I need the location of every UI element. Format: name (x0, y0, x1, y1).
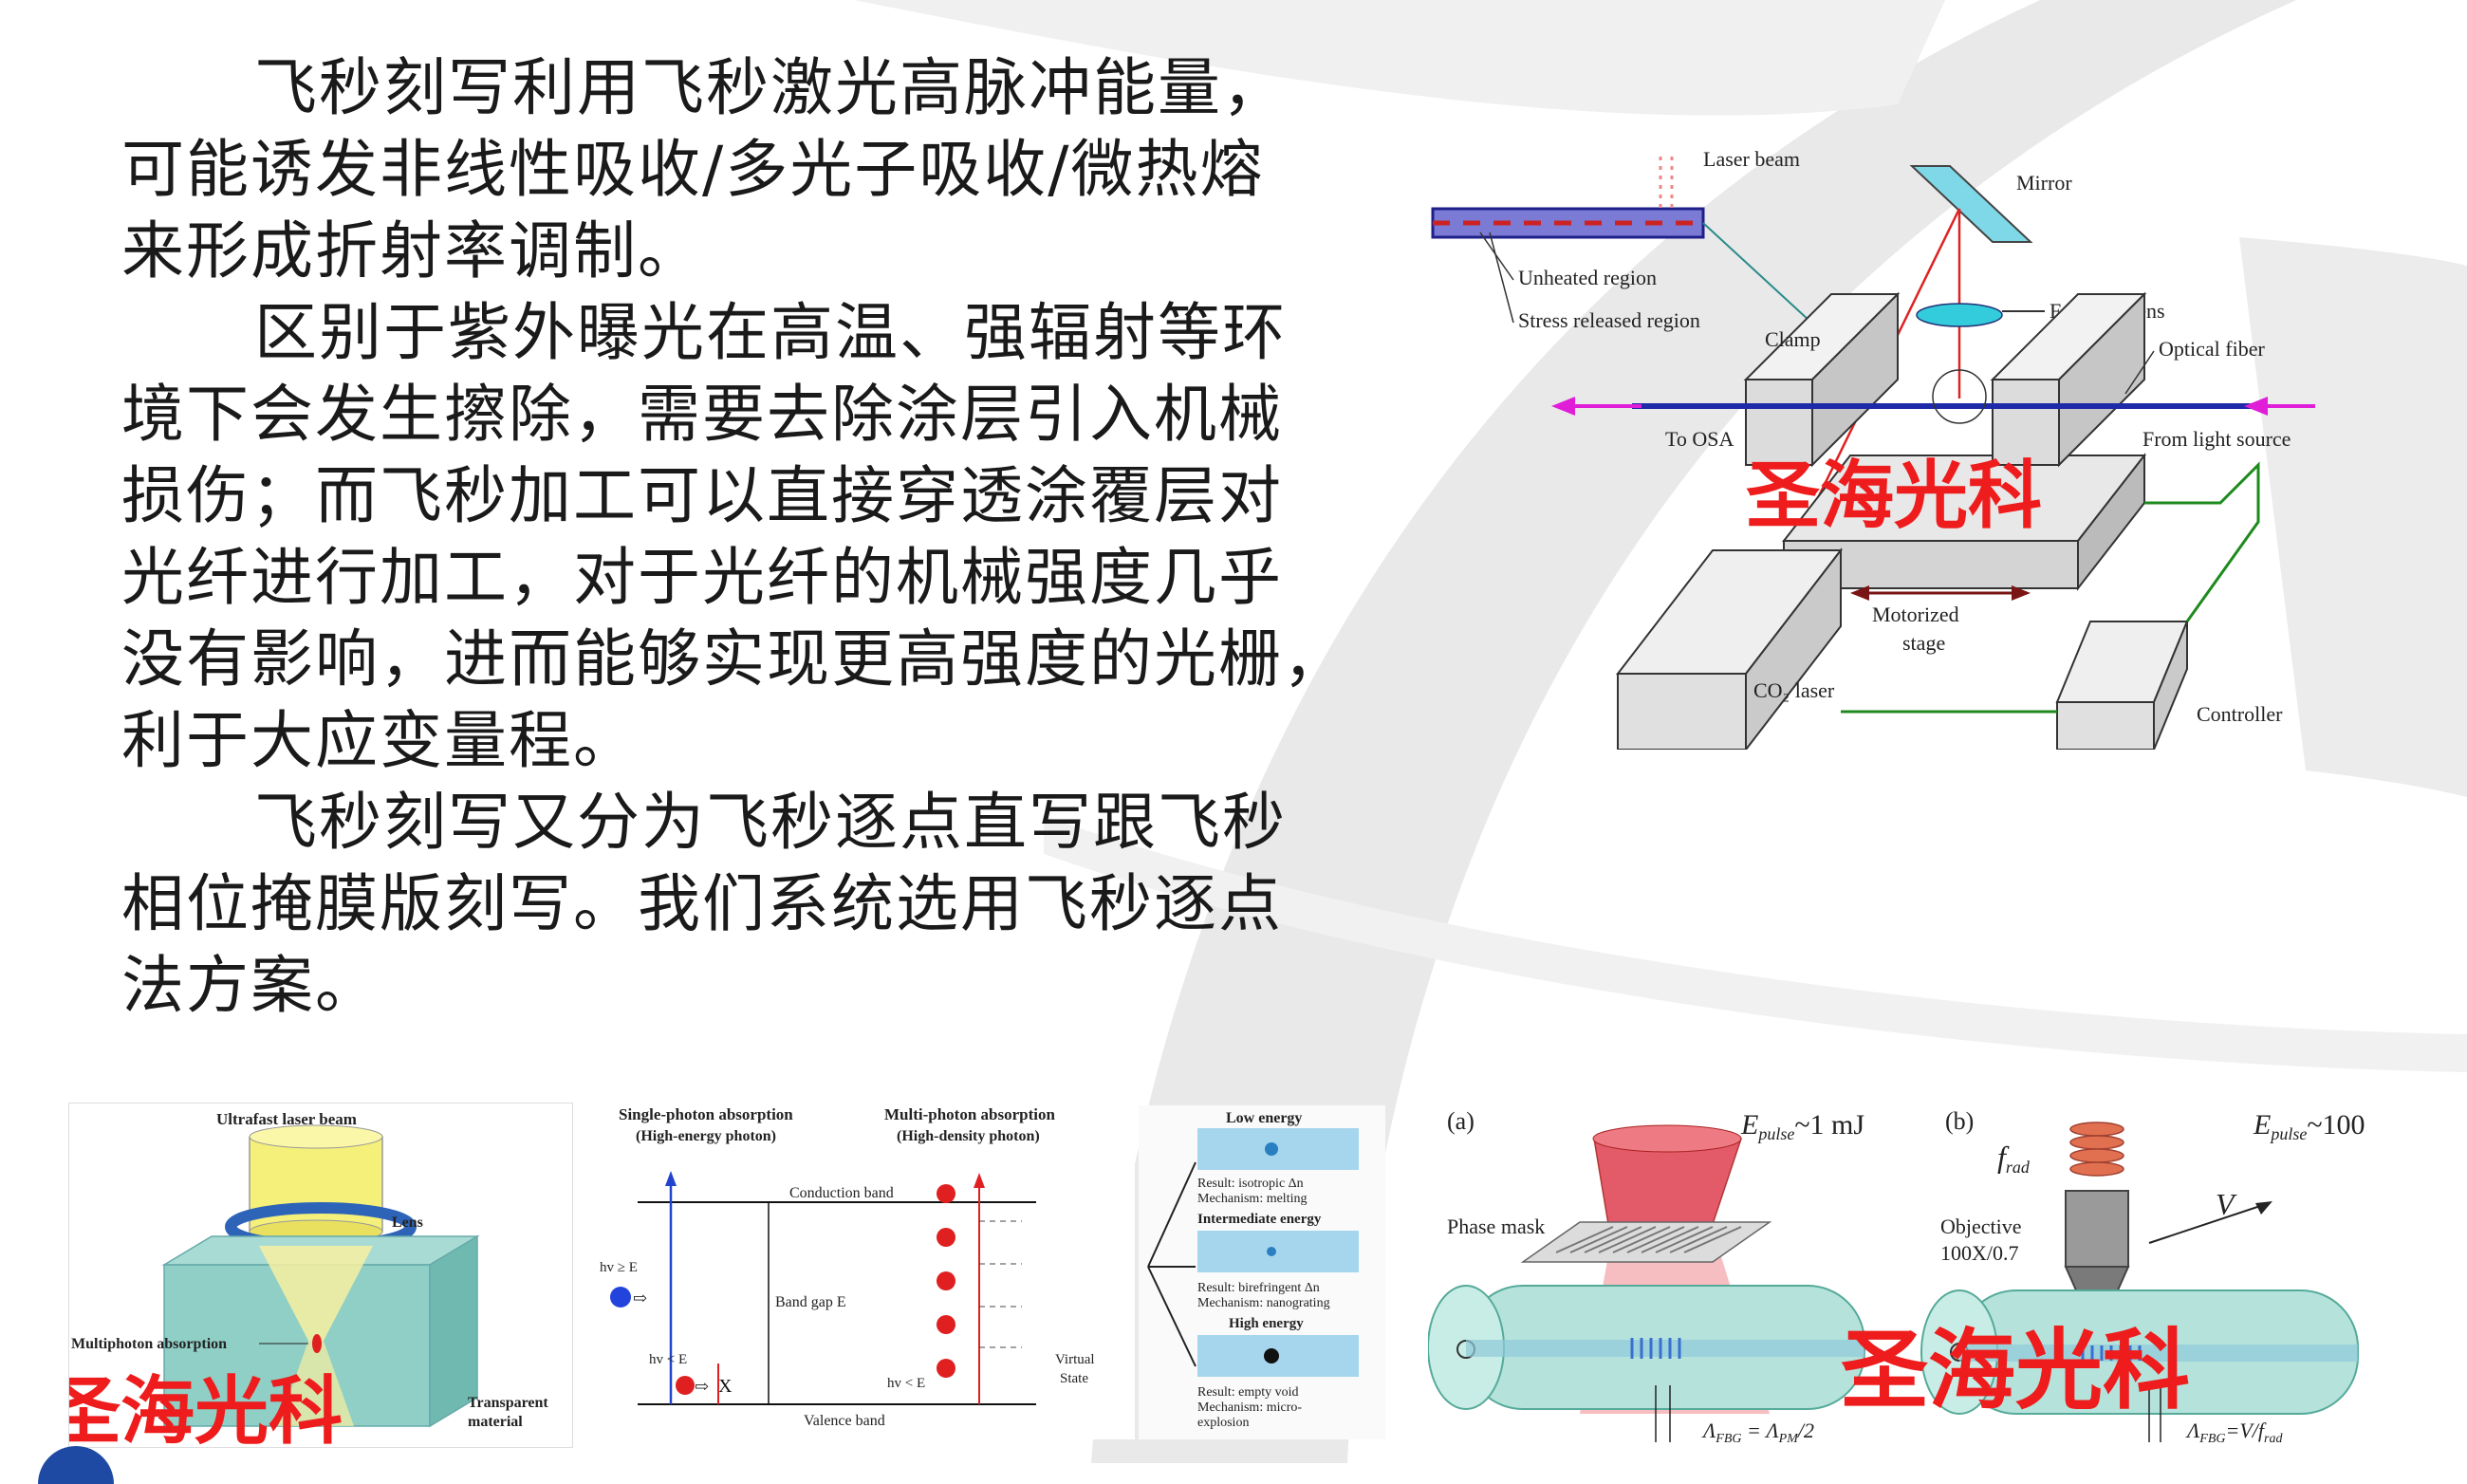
paragraph-3: 飞秒刻写又分为飞秒逐点直写跟飞秒 相位掩膜版刻写。我们系统选用飞秒逐点 法方案。 (121, 782, 1393, 1027)
text-line: 法方案。 (121, 949, 380, 1022)
label-phase-mask: Phase mask (1447, 1215, 1545, 1238)
label-laser-beam: Laser beam (1703, 147, 1800, 171)
label-optical-fiber: Optical fiber (2159, 337, 2265, 361)
text-line: 利于大应变量程。 (121, 704, 638, 777)
label-low-mechanism: Mechanism: melting (1197, 1192, 1307, 1206)
label-hv-ge: hv ≥ E (600, 1260, 638, 1275)
label-ultrafast-laser: Ultrafast laser beam (216, 1110, 357, 1128)
paragraph-1: 飞秒刻写利用飞秒激光高脉冲能量， 可能诱发非线性吸收/多光子吸收/微热熔 来形成… (121, 47, 1393, 292)
label-single-photon: Single-photon absorption (619, 1105, 793, 1123)
text-line: 相位掩膜版刻写。我们系统选用飞秒逐点 (121, 867, 1283, 940)
label-high-energy: High energy (1229, 1316, 1304, 1331)
label-a: (a) (1447, 1107, 1475, 1135)
label-state: State (1060, 1371, 1088, 1386)
label-mid-result: Result: birefringent Δn (1197, 1281, 1320, 1295)
label-mid-mechanism: Mechanism: nanograting (1197, 1296, 1330, 1310)
label-valence-band: Valence band (804, 1413, 885, 1429)
text-line: 损伤；而飞秒加工可以直接穿透涂覆层对 (121, 459, 1283, 532)
panel-writing-methods: (a) Epulse~1 mJ Phase mask ΛFBG = ΛPM/2 … (1428, 1101, 2367, 1452)
panel-multiphoton-material: Ultrafast laser beam Lens Multiphoton ab… (68, 1103, 573, 1448)
material-svg: Ultrafast laser beam Lens Multiphoton ab… (71, 1110, 548, 1430)
label-intermediate-energy: Intermediate energy (1197, 1212, 1322, 1227)
label-objective-spec: 100X/0.7 (1940, 1241, 2019, 1265)
text-line: 飞秒刻写利用飞秒激光高脉冲能量， (254, 51, 1287, 124)
panel-energy-regimes: Low energy Result: isotropic Δn Mechanis… (1139, 1105, 1385, 1439)
label-conduction-band: Conduction band (789, 1185, 894, 1201)
label-clamp: Clamp (1765, 327, 1821, 351)
label-multiphoton-absorption: Multiphoton absorption (71, 1336, 227, 1352)
label-hv-lt-1: hv < E (649, 1352, 687, 1367)
text-line: 可能诱发非线性吸收/多光子吸收/微热熔 (121, 133, 1265, 206)
label-unheated: Unheated region (1518, 266, 1657, 289)
main-text: 飞秒刻写利用飞秒激光高脉冲能量， 可能诱发非线性吸收/多光子吸收/微热熔 来形成… (121, 47, 1393, 1027)
label-lambda-fbg-a: ΛFBG = ΛPM/2 (1701, 1419, 1814, 1446)
text-line: 区别于紫外曝光在高温、强辐射等环 (254, 296, 1287, 369)
label-stress: Stress released region (1518, 308, 1700, 332)
label-lambda-fbg-b: ΛFBG=V/frad (2185, 1419, 2283, 1446)
co2-laser-diagram: Laser beam Unheated region Stress releas… (1423, 142, 2334, 750)
label-hv-lt-2: hv < E (887, 1376, 925, 1391)
text-line: 境下会发生擦除，需要去除涂层引入机械 (121, 378, 1283, 451)
label-stage: stage (1902, 631, 1945, 655)
co2-diagram-svg: Laser beam Unheated region Stress releas… (1431, 147, 2315, 750)
label-lens: Lens (392, 1215, 423, 1231)
label-high-explosion: explosion (1197, 1416, 1249, 1430)
label-controller: Controller (2197, 702, 2283, 726)
label-band-gap: Band gap E (775, 1294, 846, 1310)
writing-svg: (a) Epulse~1 mJ Phase mask ΛFBG = ΛPM/2 … (1428, 1107, 2367, 1446)
label-multi-photon: Multi-photon absorption (884, 1105, 1055, 1123)
watermark-text: 圣海光科 (1841, 1320, 2191, 1421)
label-objective: Objective (1940, 1215, 2022, 1238)
text-line: 没有影响，进而能够实现更高强度的光栅， (121, 622, 1347, 696)
text-line: 光纤进行加工，对于光纤的机械强度几乎 (121, 541, 1283, 614)
energy-svg: Low energy Result: isotropic Δn Mechanis… (1147, 1110, 1359, 1430)
photon-svg: Single-photon absorption (High-energy ph… (600, 1105, 1095, 1429)
label-epulse-a: Epulse~1 mJ (1740, 1109, 1864, 1143)
label-from-source: From light source (2142, 427, 2291, 451)
watermark-text: 圣海光科 (1746, 454, 2043, 539)
text-line: 来形成折射率调制。 (121, 214, 702, 288)
label-transparent: Transparent (468, 1395, 548, 1411)
label-epulse-b: Epulse~100 nJ (2253, 1109, 2367, 1143)
label-velocity: V (2216, 1187, 2237, 1221)
panel-photon-absorption: Single-photon absorption (High-energy ph… (581, 1103, 1135, 1439)
label-high-result: Result: empty void (1197, 1385, 1299, 1400)
label-low-energy: Low energy (1226, 1110, 1302, 1126)
svg-text:⇨: ⇨ (633, 1289, 647, 1308)
label-mirror: Mirror (2016, 171, 2072, 195)
svg-text:X: X (718, 1376, 733, 1397)
paragraph-2: 区别于紫外曝光在高温、强辐射等环 境下会发生擦除，需要去除涂层引入机械 损伤；而… (121, 292, 1393, 782)
label-co2-laser: CO₂ laser (1753, 678, 1835, 702)
label-b: (b) (1945, 1107, 1974, 1135)
label-low-result: Result: isotropic Δn (1197, 1177, 1304, 1191)
label-motorized: Motorized (1872, 603, 1959, 626)
watermark-text: 圣海光科 (68, 1369, 343, 1448)
label-virtual: Virtual (1055, 1352, 1095, 1367)
label-material: material (468, 1414, 523, 1430)
label-to-osa: To OSA (1665, 427, 1734, 451)
text-line: 飞秒刻写又分为飞秒逐点直写跟飞秒 (254, 786, 1287, 859)
svg-text:⇨: ⇨ (695, 1377, 709, 1396)
label-high-energy: (High-energy photon) (636, 1128, 776, 1144)
label-high-mechanism: Mechanism: micro- (1197, 1401, 1302, 1415)
label-frad: frad (1997, 1140, 2031, 1177)
label-high-density: (High-density photon) (897, 1128, 1040, 1144)
